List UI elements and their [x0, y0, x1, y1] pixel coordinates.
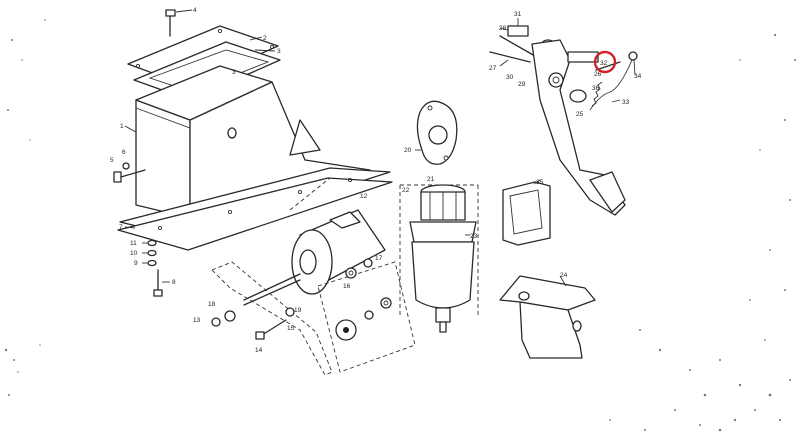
label-part-27: 27 [489, 65, 497, 72]
part-solenoid [243, 209, 386, 306]
highlight-circle [593, 50, 617, 74]
label-part-30: 30 [506, 74, 514, 81]
label-part-1: 1 [120, 123, 124, 130]
part-filter-canister [399, 184, 479, 333]
label-part-31: 31 [514, 11, 522, 18]
label-part-25: 25 [576, 111, 584, 118]
label-part-34: 34 [634, 73, 642, 80]
label-part-18: 18 [208, 301, 216, 308]
label-part-28: 28 [499, 25, 507, 32]
label-part-36: 36 [592, 85, 600, 92]
label-part-8: 8 [172, 279, 176, 286]
label-part-7: 7 [119, 224, 123, 231]
label-part-22: 22 [402, 187, 410, 194]
part-small-hardware [211, 258, 392, 341]
label-part-5: 5 [110, 157, 114, 164]
label-part-11: 11 [130, 240, 137, 247]
label-part-15: 15 [287, 325, 295, 332]
label-part-4: 4 [193, 7, 197, 14]
scan-noise-left [4, 19, 46, 396]
part-bolt-stack [147, 239, 163, 297]
part-base-gasket [117, 167, 393, 251]
part-flange-gasket [416, 100, 458, 165]
part-block [502, 181, 551, 246]
label-part-10: 10 [130, 250, 138, 257]
label-part-17: 17 [375, 255, 383, 262]
exploded-view-outline [211, 177, 416, 376]
part-labels: 4 2 3 3 1 5 6 7 11 10 9 8 12 18 13 14 15… [110, 7, 642, 354]
part-bolt-top [165, 9, 176, 37]
label-part-13: 13 [193, 317, 201, 324]
label-part-14: 14 [255, 347, 263, 354]
label-part-32: 32 [600, 60, 608, 67]
label-part-19: 19 [294, 307, 302, 314]
label-part-3: 3 [277, 48, 281, 55]
label-part-24: 24 [560, 272, 568, 279]
label-part-33: 33 [622, 99, 630, 106]
label-part-26: 26 [594, 71, 602, 78]
label-part-21: 21 [427, 176, 435, 183]
label-part-3b: 3 [232, 69, 236, 76]
label-part-12: 12 [360, 193, 368, 200]
label-part-29: 29 [518, 81, 526, 88]
label-part-35: 35 [536, 179, 544, 186]
label-part-20: 20 [404, 147, 412, 154]
label-part-2: 2 [263, 35, 267, 42]
part-housing [135, 65, 371, 226]
label-part-16: 16 [343, 283, 351, 290]
label-part-23: 23 [470, 233, 478, 240]
label-part-6: 6 [122, 149, 126, 156]
label-part-9: 9 [134, 260, 138, 267]
part-pedal-assembly [489, 25, 638, 216]
part-side-bolt [113, 162, 146, 183]
scan-noise-right [609, 33, 796, 432]
part-bracket [499, 275, 596, 359]
callout-lines [124, 9, 636, 287]
